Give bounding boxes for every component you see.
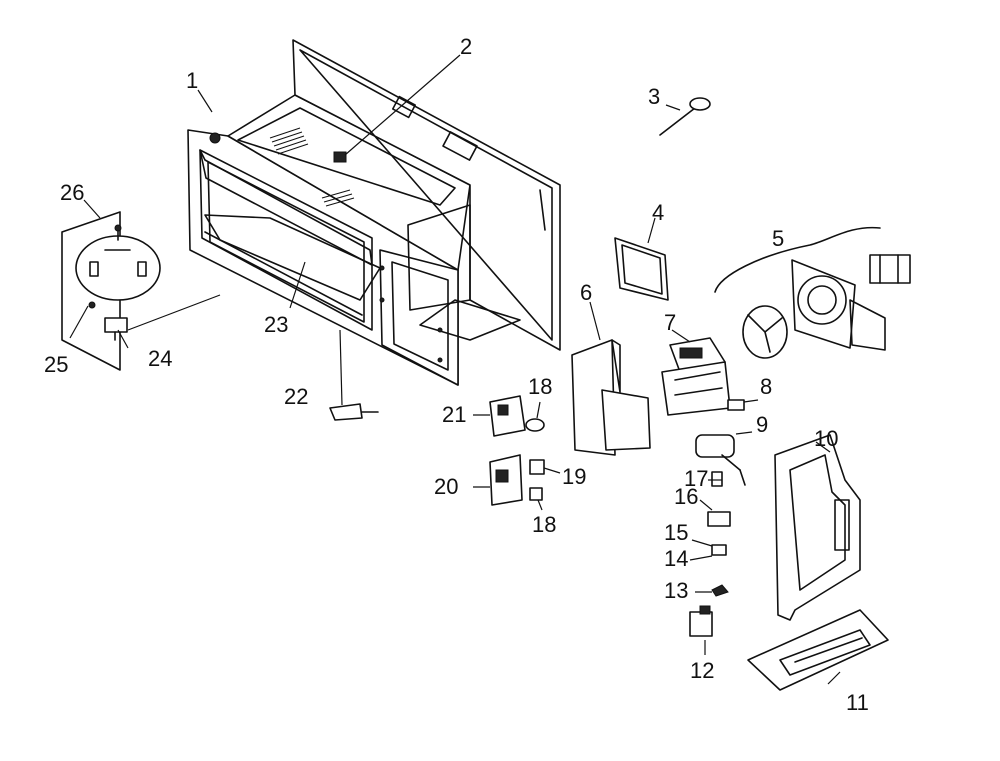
latch bbox=[329, 329, 379, 421]
electrical-parts bbox=[689, 471, 731, 637]
label-9: 9 bbox=[756, 412, 768, 437]
stirrer-shaft bbox=[659, 97, 711, 136]
fuse-holder bbox=[727, 399, 745, 411]
label-7: 7 bbox=[664, 310, 676, 335]
capacitor bbox=[695, 434, 746, 486]
label-26: 26 bbox=[60, 180, 84, 205]
label-17: 17 bbox=[684, 466, 708, 491]
label-24: 24 bbox=[148, 346, 172, 371]
label-13: 13 bbox=[664, 578, 688, 603]
label-11: 11 bbox=[846, 690, 869, 715]
label-14: 14 bbox=[664, 546, 688, 571]
label-21: 21 bbox=[442, 402, 466, 427]
label-15: 15 bbox=[664, 520, 688, 545]
label-5: 5 bbox=[772, 226, 784, 251]
label-16: 16 bbox=[674, 484, 698, 509]
label-20: 20 bbox=[434, 474, 458, 499]
interlock-switches bbox=[489, 395, 545, 506]
label-18-top: 18 bbox=[528, 374, 552, 399]
label-1: 1 bbox=[186, 68, 198, 93]
label-19: 19 bbox=[562, 464, 586, 489]
label-18-bottom: 18 bbox=[532, 512, 556, 537]
base-plate bbox=[747, 609, 889, 691]
label-10: 10 bbox=[814, 426, 838, 451]
label-6: 6 bbox=[580, 280, 592, 305]
label-22: 22 bbox=[284, 384, 308, 409]
leader-lines bbox=[69, 54, 841, 685]
air-duct bbox=[571, 339, 651, 456]
control-bracket bbox=[774, 434, 861, 621]
label-12: 12 bbox=[690, 658, 714, 683]
label-25: 25 bbox=[44, 352, 68, 377]
turntable-assembly bbox=[61, 211, 221, 371]
cavity-chassis bbox=[187, 39, 561, 386]
magnetron bbox=[661, 337, 731, 416]
callout-labels: 1 2 3 4 5 6 7 8 9 10 11 12 13 14 15 16 1… bbox=[44, 34, 869, 715]
fan-assembly bbox=[714, 226, 911, 359]
label-4: 4 bbox=[652, 200, 664, 225]
label-3: 3 bbox=[648, 84, 660, 109]
label-2: 2 bbox=[460, 34, 472, 59]
label-23: 23 bbox=[264, 312, 288, 337]
label-8: 8 bbox=[760, 374, 772, 399]
